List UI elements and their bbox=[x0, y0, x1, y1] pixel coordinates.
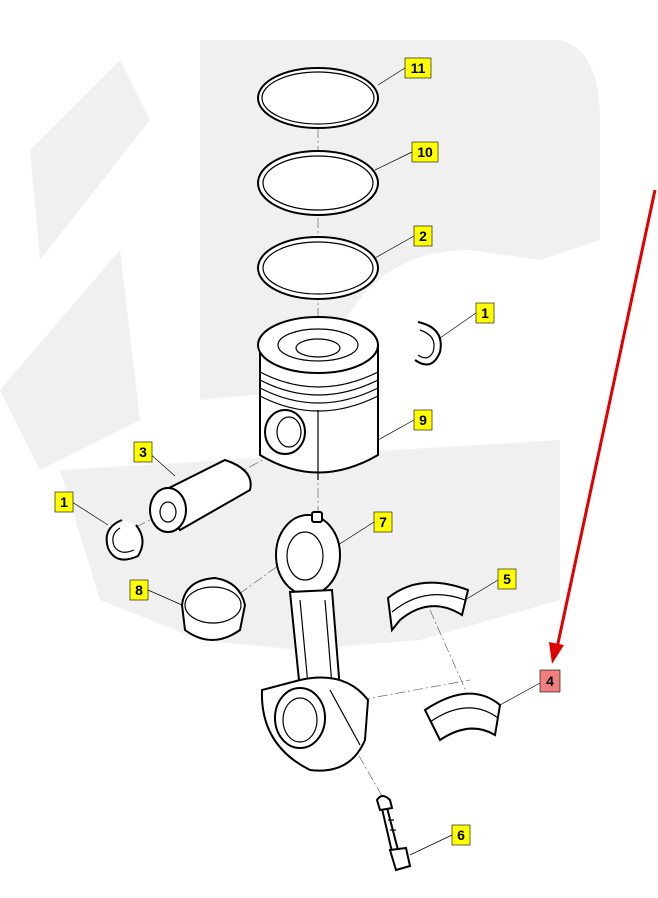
connecting-rod-7 bbox=[260, 511, 370, 772]
svg-text:10: 10 bbox=[417, 144, 433, 160]
svg-text:4: 4 bbox=[546, 673, 554, 689]
ring-11 bbox=[257, 67, 379, 129]
rod-bolt-6 bbox=[375, 795, 412, 872]
red-arrow bbox=[549, 189, 657, 664]
leader-lines bbox=[71, 67, 541, 856]
svg-text:7: 7 bbox=[379, 514, 387, 530]
svg-text:1: 1 bbox=[481, 305, 489, 321]
svg-text:1: 1 bbox=[60, 494, 68, 510]
snap-ring-right bbox=[414, 321, 442, 366]
callout-11[interactable]: 11 bbox=[404, 57, 432, 79]
svg-text:8: 8 bbox=[135, 582, 143, 598]
piston-pin-3 bbox=[149, 458, 252, 533]
svg-text:6: 6 bbox=[457, 827, 465, 843]
svg-text:9: 9 bbox=[419, 412, 427, 428]
callout-4[interactable]: 4 bbox=[539, 669, 561, 693]
piston-9 bbox=[257, 316, 379, 480]
callout-3[interactable]: 3 bbox=[133, 441, 153, 463]
callout-2[interactable]: 2 bbox=[413, 225, 433, 247]
callout-1-left[interactable]: 1 bbox=[54, 491, 74, 513]
svg-text:3: 3 bbox=[139, 444, 147, 460]
bearing-shell-4 bbox=[423, 692, 502, 742]
snap-ring-left bbox=[105, 519, 144, 561]
ring-2 bbox=[257, 236, 379, 300]
callout-8[interactable]: 8 bbox=[129, 579, 149, 601]
callout-1-right[interactable]: 1 bbox=[475, 302, 495, 324]
svg-text:2: 2 bbox=[419, 228, 427, 244]
callout-6[interactable]: 6 bbox=[451, 824, 471, 846]
bushing-8 bbox=[180, 576, 247, 641]
callout-10[interactable]: 10 bbox=[411, 141, 439, 163]
ring-10 bbox=[257, 150, 379, 216]
svg-text:11: 11 bbox=[411, 60, 426, 76]
callout-5[interactable]: 5 bbox=[497, 568, 517, 590]
svg-text:5: 5 bbox=[503, 571, 511, 587]
bearing-shell-5 bbox=[386, 581, 470, 633]
callout-9[interactable]: 9 bbox=[413, 409, 433, 431]
callout-7[interactable]: 7 bbox=[373, 511, 393, 533]
